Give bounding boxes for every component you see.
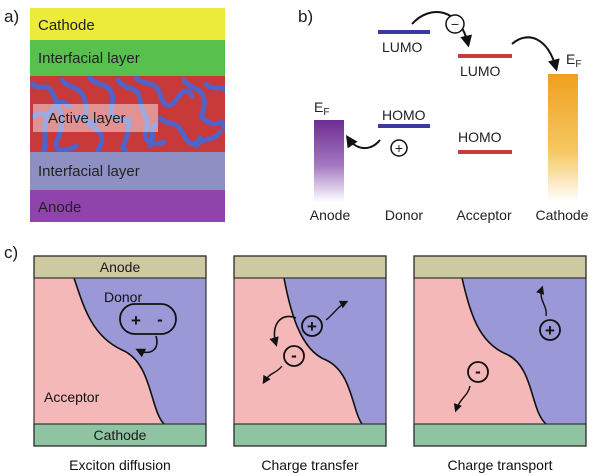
cathode-fermi-bar xyxy=(548,74,578,202)
cathode-layer-label: Cathode xyxy=(38,17,95,34)
caption-charge-transport: Charge transport xyxy=(447,457,552,473)
cathode-ef-label: EF xyxy=(566,51,581,70)
x-label-donor: Donor xyxy=(385,207,423,223)
donor-label: Donor xyxy=(104,289,142,305)
exciton-plus: + xyxy=(131,311,141,330)
active-layer-label: Active layer xyxy=(48,110,126,127)
acceptor-lumo-label: LUMO xyxy=(460,63,501,79)
anode-layer xyxy=(30,190,225,222)
donor-homo-label: HOMO xyxy=(382,107,426,123)
interfacial-layer-top xyxy=(30,40,225,76)
acceptor-homo-label: HOMO xyxy=(458,129,502,145)
hole-charge-2 xyxy=(301,315,323,337)
exciton-symbol xyxy=(119,303,177,335)
exciton-minus: - xyxy=(157,310,163,329)
transfer-arrow xyxy=(269,315,297,347)
x-label-acceptor: Acceptor xyxy=(456,207,512,223)
anode-label-1: Anode xyxy=(100,259,141,275)
cell-exciton-diffusion: Anode Cathode Donor Acceptor + - xyxy=(33,255,207,447)
anode-ef-label: EF xyxy=(314,99,329,118)
cathode-bar-3 xyxy=(413,423,587,447)
hole-move-arrow-3 xyxy=(536,285,547,317)
hole-move-arrow-2 xyxy=(325,300,349,321)
electron-sign: − xyxy=(451,16,459,32)
caption-exciton-diffusion: Exciton diffusion xyxy=(69,457,171,473)
electron-move-arrow-2 xyxy=(262,365,283,385)
panel-label-b: b) xyxy=(298,7,313,26)
hole-plus-3: + xyxy=(545,321,555,340)
anode-bar-3 xyxy=(413,255,587,279)
interfacial-layer-bottom-label: Interfacial layer xyxy=(38,163,140,180)
diffusion-arrow xyxy=(135,335,158,358)
cell-charge-transfer: + - xyxy=(233,255,387,447)
electron-move-arrow-3 xyxy=(453,385,471,413)
hole-collection-arrow xyxy=(346,135,381,149)
electron-charge-2 xyxy=(283,345,305,367)
active-layer xyxy=(30,76,225,152)
panel-label-a: a) xyxy=(4,7,19,26)
hole-symbol xyxy=(390,139,408,157)
electron-symbol xyxy=(445,14,465,34)
caption-charge-transfer: Charge transfer xyxy=(261,457,359,473)
anode-bar-2 xyxy=(233,255,387,279)
cathode-bar-2 xyxy=(233,423,387,447)
device-stack: Cathode Interfacial layer Acti xyxy=(30,8,225,222)
x-label-cathode: Cathode xyxy=(536,207,589,223)
anode-layer-label: Anode xyxy=(38,199,81,216)
electron-charge-3 xyxy=(467,361,489,383)
x-label-anode: Anode xyxy=(310,207,351,223)
hole-sign: + xyxy=(395,140,403,156)
hole-charge-3 xyxy=(539,319,561,341)
electron-minus-3: - xyxy=(475,362,481,381)
electron-minus-2: - xyxy=(291,346,297,365)
cathode-layer xyxy=(30,8,225,40)
interfacial-layer-top-label: Interfacial layer xyxy=(38,50,140,67)
hole-plus-2: + xyxy=(307,317,317,336)
acceptor-label: Acceptor xyxy=(44,389,100,405)
electron-transfer-arrow xyxy=(411,11,473,48)
panel-label-c: c) xyxy=(4,243,18,262)
anode-fermi-bar xyxy=(314,120,344,202)
cell-charge-transport: + - xyxy=(413,255,587,447)
interfacial-layer-bottom xyxy=(30,152,225,190)
electron-collection-arrow xyxy=(511,36,560,72)
cathode-label-1: Cathode xyxy=(94,427,147,443)
donor-lumo-label: LUMO xyxy=(382,39,423,55)
energy-diagram: LUMO HOMO LUMO HOMO EF EF − + Anode Dono… xyxy=(310,11,589,223)
